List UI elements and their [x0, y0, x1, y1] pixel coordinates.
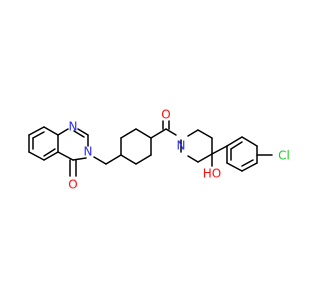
methylene-bond-to-cyclohexane [105, 154, 122, 165]
chlorophenyl-ring [226, 136, 258, 172]
pyrimidinone-ring [57, 128, 89, 177]
methylene-bond-to-n3 [93, 156, 107, 165]
atom-label-chlorine: Cl [278, 149, 290, 163]
atom-label-n-piperidine: N [177, 139, 186, 153]
atom-label-o-quinazolinone: O [68, 178, 77, 192]
piperidine-to-aryl-bond [211, 145, 228, 155]
atom-label-n3: N [84, 145, 93, 159]
benzene-ring-quinazolinone [28, 126, 59, 161]
molecule-diagram: N N O O N HO Cl [28, 108, 290, 192]
atom-label-n1: N [69, 120, 78, 134]
carbonyl-to-n-bond [165, 128, 177, 136]
atom-label-hydroxyl: HO [203, 167, 221, 181]
cyclohexane-to-carbonyl-bond [150, 128, 167, 139]
structure-canvas: N N O O N HO Cl [28, 108, 290, 192]
cyclohexane-ring [120, 128, 152, 165]
piperidine-ring [180, 129, 213, 163]
atom-label-o-amide: O [161, 108, 170, 122]
